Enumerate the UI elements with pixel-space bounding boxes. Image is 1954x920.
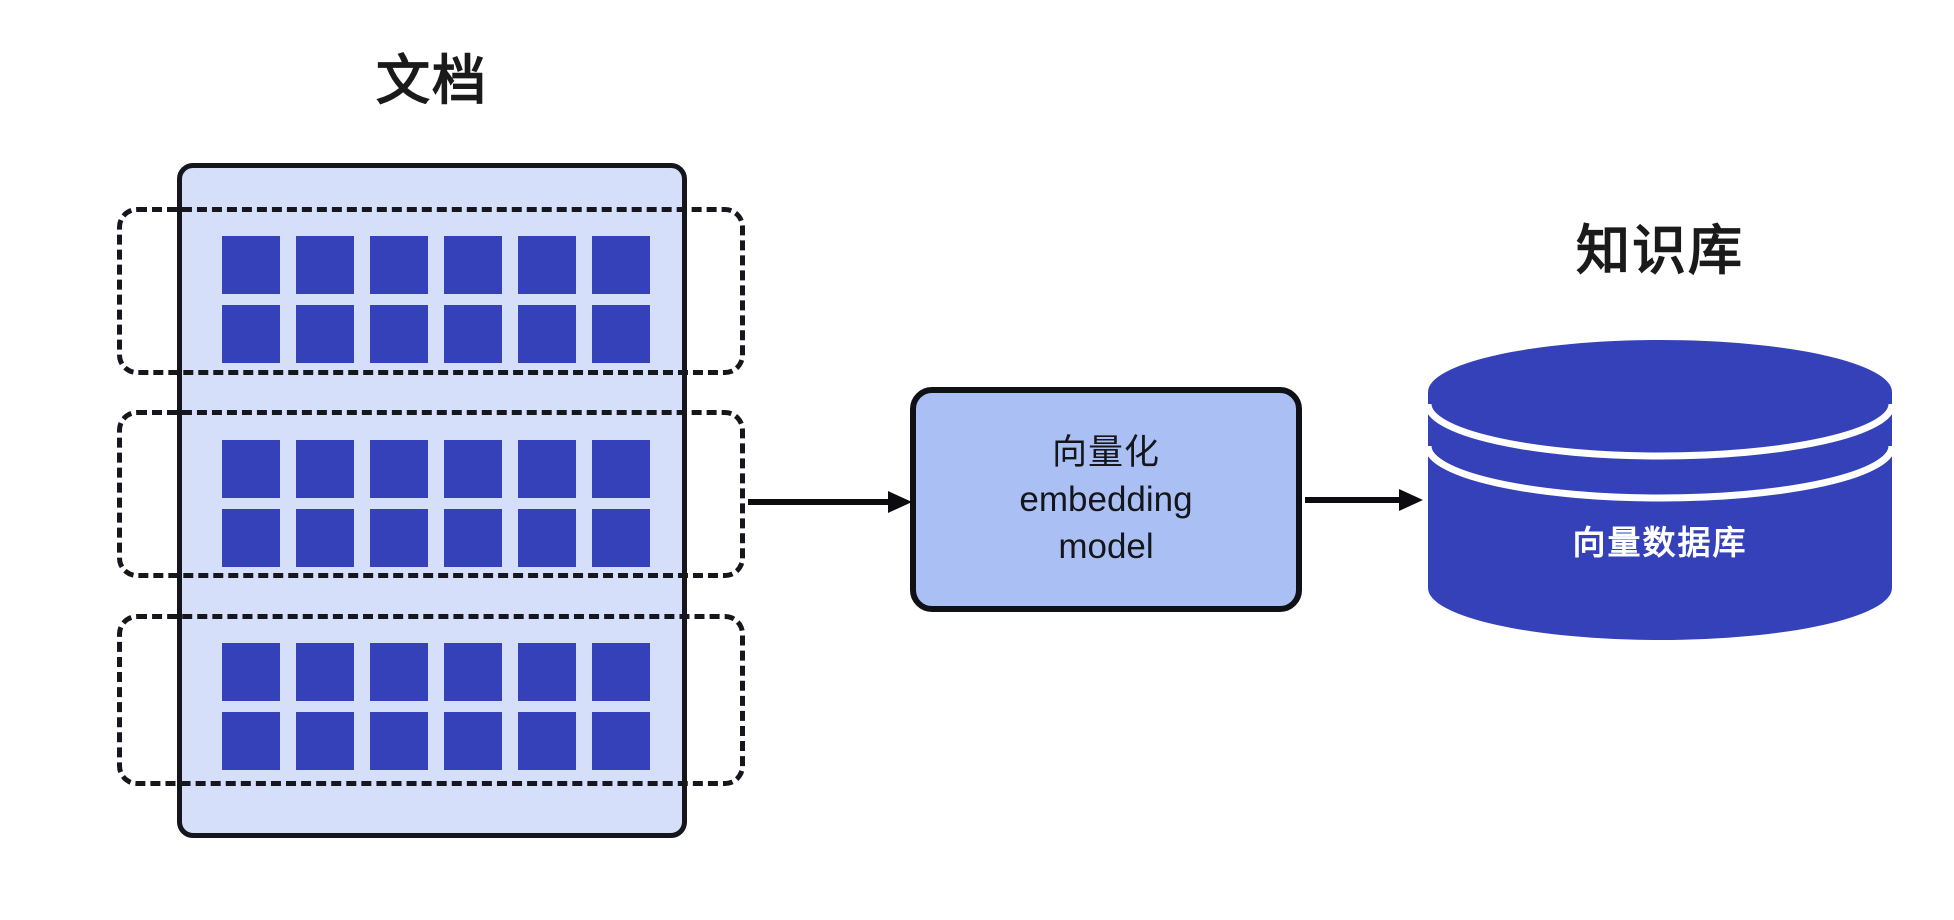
page-title-knowledge-base: 知识库 — [1576, 221, 1744, 281]
document-block — [370, 643, 428, 701]
document-block — [222, 509, 280, 567]
document-block — [592, 509, 650, 567]
document-block — [518, 236, 576, 294]
document-block — [370, 440, 428, 498]
vector-database-label: 向量数据库 — [1572, 524, 1748, 561]
document-block — [296, 712, 354, 770]
arrow-head — [888, 491, 912, 513]
document-block — [222, 440, 280, 498]
embedding-model-line-2: embedding — [1019, 479, 1193, 519]
arrow-shaft — [1305, 497, 1401, 503]
document-block — [222, 643, 280, 701]
document-block — [296, 305, 354, 363]
document-block — [370, 305, 428, 363]
document-block — [222, 305, 280, 363]
document-block — [592, 440, 650, 498]
document-block — [518, 712, 576, 770]
vector-database-cylinder-icon — [1428, 340, 1892, 640]
document-block — [444, 643, 502, 701]
arrow-embedding-to-vectordb-icon — [1305, 489, 1423, 511]
document-block — [444, 305, 502, 363]
document-block — [518, 440, 576, 498]
document-block — [444, 236, 502, 294]
document-block — [444, 509, 502, 567]
arrow-shaft — [748, 499, 890, 505]
document-block — [370, 712, 428, 770]
document-block — [592, 643, 650, 701]
arrow-chunks-to-embedding-icon — [748, 491, 912, 513]
document-block — [518, 509, 576, 567]
document-block — [592, 712, 650, 770]
document-block — [370, 509, 428, 567]
page-title-document: 文档 — [376, 51, 488, 111]
document-block — [296, 236, 354, 294]
chunk-1-block-grid — [222, 236, 650, 363]
document-block — [518, 643, 576, 701]
chunk-2-block-grid — [222, 440, 650, 567]
arrow-head — [1399, 489, 1423, 511]
document-block — [592, 236, 650, 294]
chunk-3-block-grid — [222, 643, 650, 770]
embedding-model-node: 向量化 embedding model — [910, 387, 1302, 612]
document-block — [592, 305, 650, 363]
document-block — [222, 712, 280, 770]
document-block — [222, 236, 280, 294]
document-block — [518, 305, 576, 363]
document-block — [296, 509, 354, 567]
document-block — [296, 440, 354, 498]
embedding-model-line-1: 向量化 — [1051, 432, 1160, 472]
document-block — [444, 440, 502, 498]
document-block — [296, 643, 354, 701]
document-block — [444, 712, 502, 770]
document-block — [370, 236, 428, 294]
embedding-model-line-3: model — [1058, 527, 1154, 567]
